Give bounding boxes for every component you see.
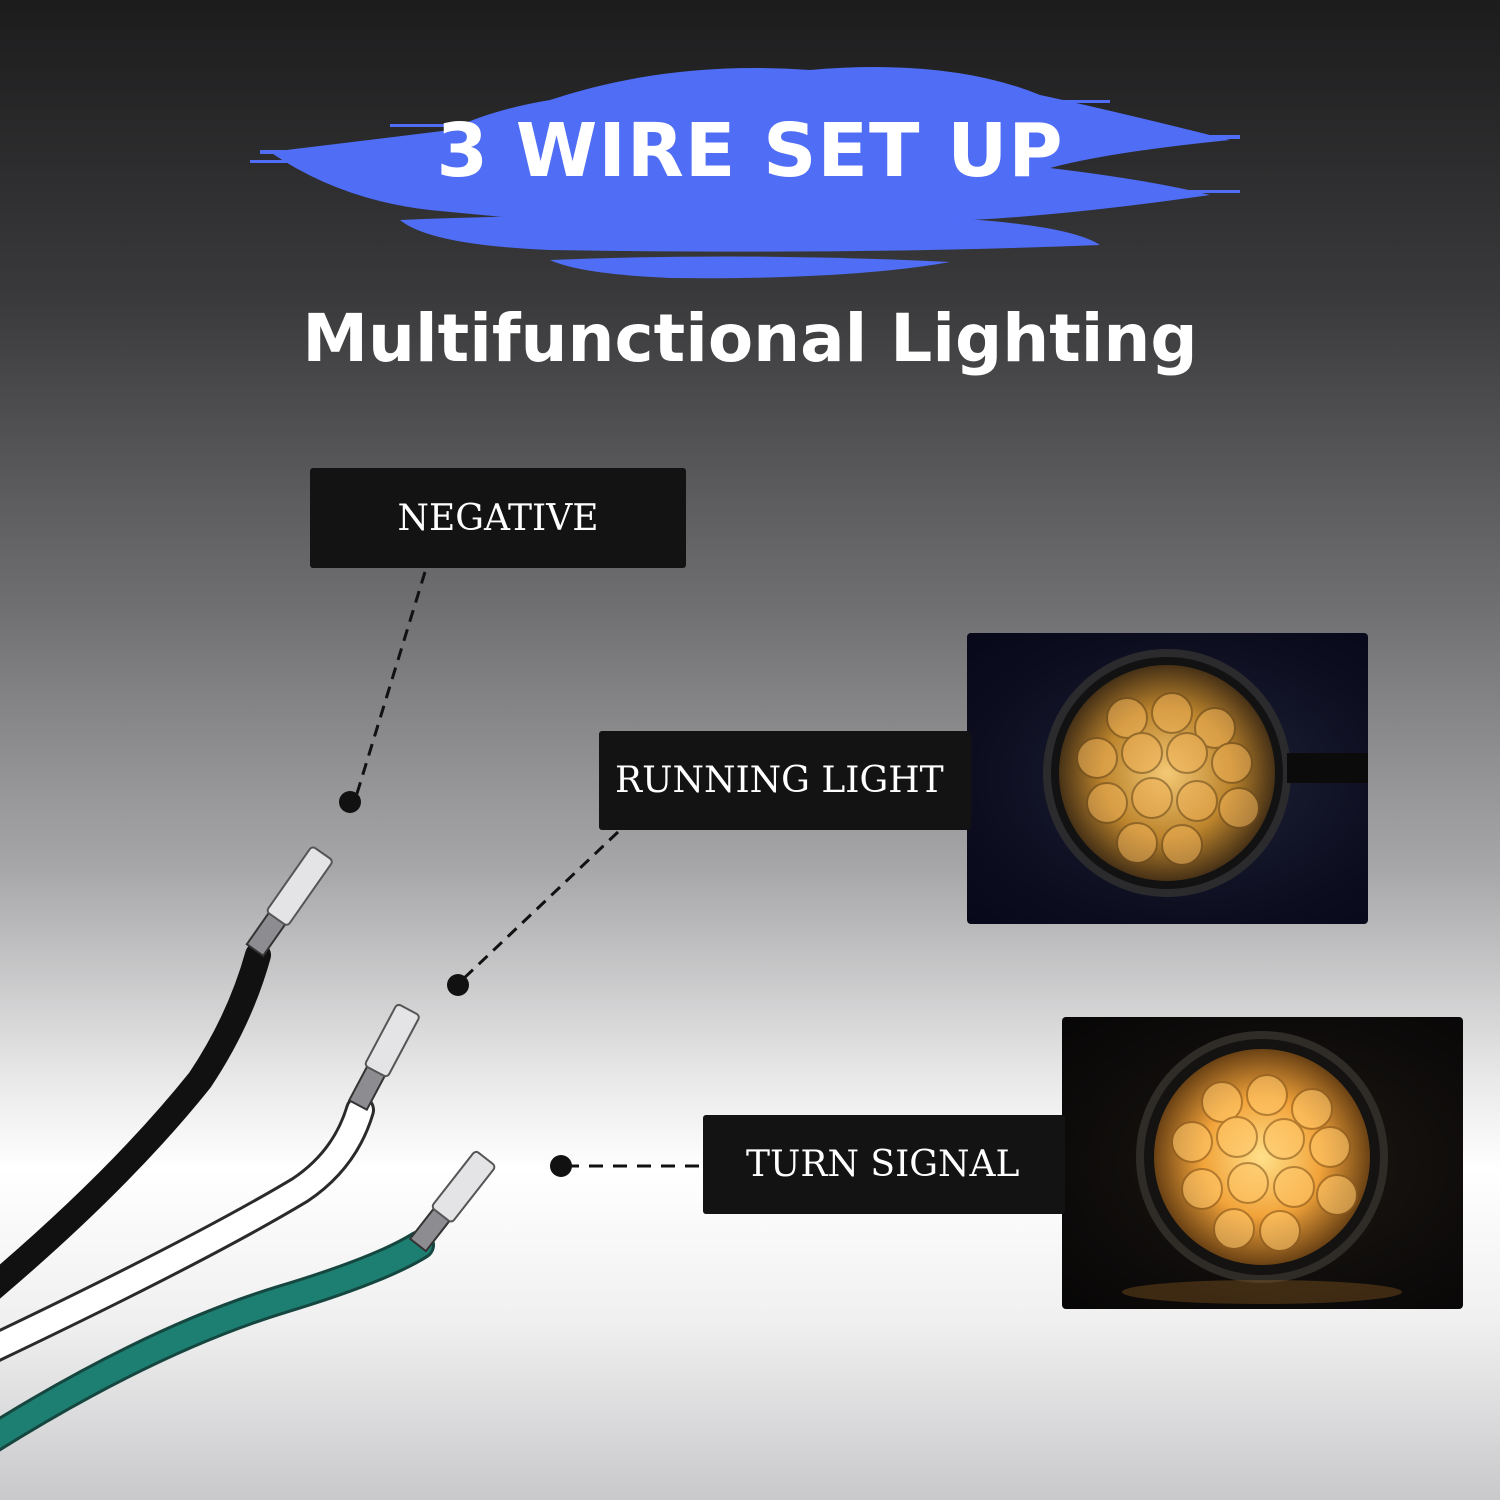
turn-signal-label: TURN SIGNAL — [703, 1115, 1065, 1214]
turn-signal-photo — [1062, 1017, 1463, 1309]
turn-dot — [550, 1155, 572, 1177]
running-dot — [447, 974, 469, 996]
white-wire-terminal — [347, 1003, 420, 1112]
negative-dot — [339, 791, 361, 813]
black-wire-terminal — [245, 846, 333, 958]
black-wire — [0, 942, 271, 1299]
page-subtitle: Multifunctional Lighting — [302, 300, 1198, 377]
negative-label: NEGATIVE — [310, 468, 686, 568]
running-leader-line — [458, 830, 620, 984]
brush-stroke-banner — [250, 67, 1240, 279]
green-wire-terminal — [408, 1150, 496, 1253]
negative-leader-line — [353, 571, 427, 801]
running-light-label: RUNNING LIGHT — [599, 731, 971, 830]
running-light-photo — [967, 633, 1368, 924]
banner-title: 3 WIRE SET UP — [436, 108, 1064, 194]
